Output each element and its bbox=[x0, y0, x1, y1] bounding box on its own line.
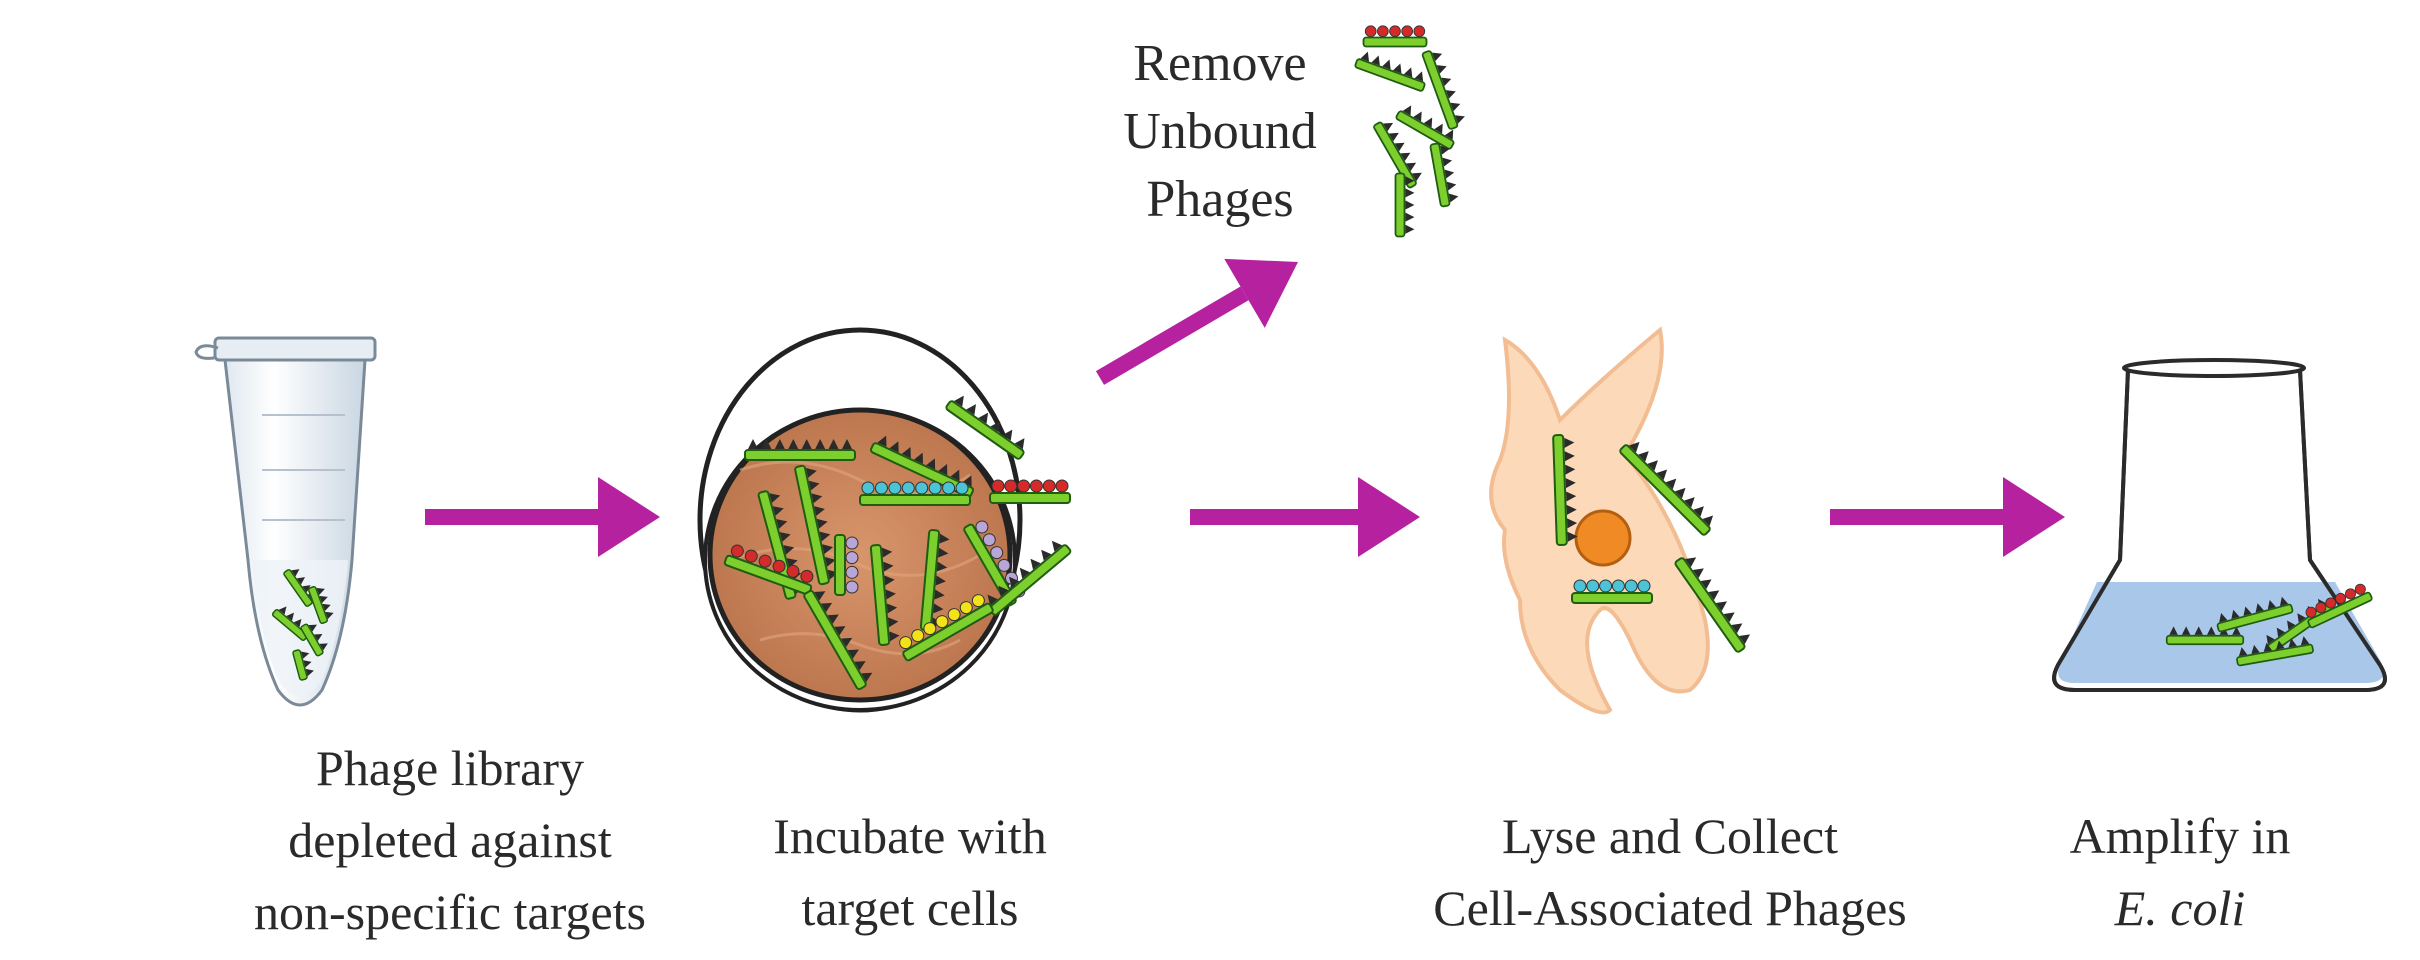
label-line: depleted against bbox=[288, 812, 612, 868]
label-line: Lyse and Collect bbox=[1501, 808, 1839, 864]
phage-icon bbox=[987, 540, 1072, 616]
phage-icon bbox=[794, 464, 839, 586]
phage-icon bbox=[1571, 579, 1653, 604]
arrow-icon bbox=[1830, 477, 2065, 557]
phage-icon bbox=[2165, 626, 2245, 646]
tube-icon bbox=[194, 336, 377, 707]
phage-icon bbox=[1394, 172, 1415, 238]
label-line: Incubate with bbox=[773, 808, 1047, 864]
label-line: Cell-Associated Phages bbox=[1433, 880, 1907, 936]
label-line: E. coli bbox=[1960, 872, 2400, 944]
label-lyse-collect: Lyse and Collect Cell-Associated Phages bbox=[1280, 800, 2060, 944]
label-line: Remove bbox=[1133, 35, 1307, 92]
phage-icon bbox=[899, 594, 994, 662]
phage-icon bbox=[744, 439, 856, 461]
phage-icon bbox=[859, 481, 971, 506]
label-line: non-specific targets bbox=[254, 884, 646, 940]
label-organism: E. coli bbox=[2114, 880, 2246, 936]
phage-icon bbox=[1373, 121, 1422, 189]
label-line: Phages bbox=[1146, 171, 1294, 228]
phage-icon bbox=[834, 534, 859, 596]
petri-dish-icon bbox=[697, 327, 1072, 713]
phage-icon bbox=[2216, 596, 2294, 633]
phage-icon bbox=[1674, 557, 1751, 653]
phage-icon bbox=[803, 589, 873, 691]
unbound-phages-cluster bbox=[1354, 25, 1465, 238]
phage-icon bbox=[1395, 105, 1455, 150]
phage-icon bbox=[2236, 636, 2314, 667]
phage-icon bbox=[989, 479, 1071, 504]
phage-icon bbox=[869, 544, 900, 646]
label-phage-library: Phage library depleted against non-speci… bbox=[0, 732, 900, 948]
phage-icon bbox=[1429, 142, 1459, 208]
arrow-icon bbox=[1095, 258, 1298, 385]
label-line: Phage library bbox=[316, 740, 584, 796]
label-incubate: Incubate with target cells bbox=[560, 800, 1260, 944]
arrow-icon bbox=[1190, 477, 1420, 557]
phage-icon bbox=[1421, 50, 1465, 130]
label-amplify: Amplify in E. coli bbox=[1960, 800, 2400, 944]
phage-icon bbox=[1552, 433, 1578, 547]
phage-icon bbox=[723, 544, 814, 596]
phage-icon bbox=[300, 623, 328, 657]
phage-icon bbox=[283, 569, 317, 607]
label-remove-unbound: Remove Unbound Phages bbox=[1040, 30, 1400, 234]
phage-icon bbox=[1362, 25, 1428, 48]
arrow-icon bbox=[425, 477, 660, 557]
label-line: Unbound bbox=[1123, 103, 1317, 160]
cell-icon bbox=[1489, 326, 1751, 715]
phage-icon bbox=[2305, 583, 2373, 629]
flask-icon bbox=[2052, 358, 2387, 692]
phage-icon bbox=[945, 395, 1025, 460]
phage-icon bbox=[292, 649, 314, 681]
phage-icon bbox=[1354, 51, 1426, 92]
label-line: target cells bbox=[801, 880, 1019, 936]
phage-icon bbox=[307, 585, 334, 625]
label-line: Amplify in bbox=[2069, 808, 2291, 864]
